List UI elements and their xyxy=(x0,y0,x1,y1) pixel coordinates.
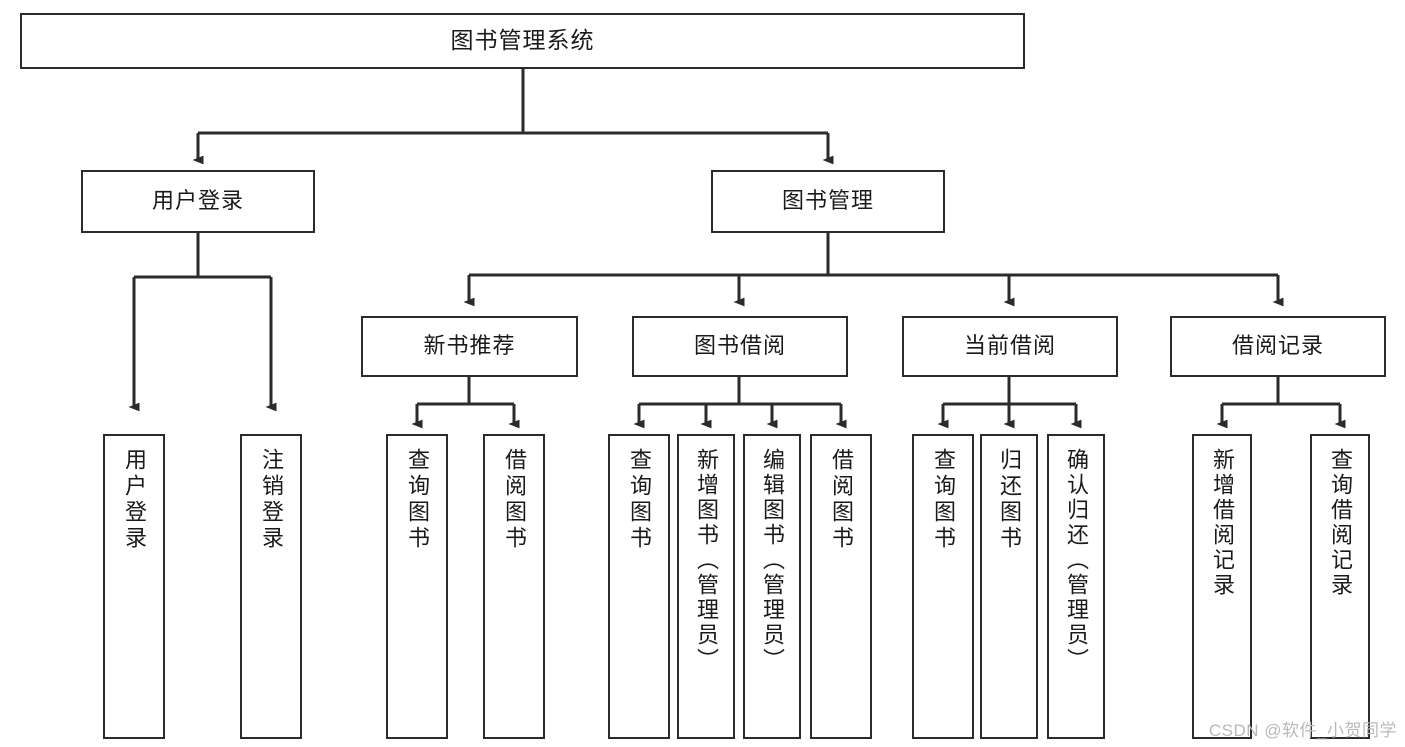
leaf-borrow-query-book-label: 查询图书 xyxy=(627,448,652,552)
leaf-record-query-record-label: 查询借阅记录 xyxy=(1328,448,1353,598)
leaf-borrow-borrow-book[interactable]: 借阅图书 xyxy=(810,434,872,739)
node-borrow-record[interactable]: 借阅记录 xyxy=(1170,316,1386,377)
node-user-login-label: 用户登录 xyxy=(151,188,244,214)
node-book-borrow[interactable]: 图书借阅 xyxy=(632,316,848,377)
node-book-management-label: 图书管理 xyxy=(781,188,874,214)
leaf-record-query-record[interactable]: 查询借阅记录 xyxy=(1310,434,1370,739)
leaf-recommend-borrow-book[interactable]: 借阅图书 xyxy=(483,434,545,739)
leaf-current-return-book-label: 归还图书 xyxy=(997,448,1022,552)
leaf-borrow-edit-book[interactable]: 编辑图书（管理员） xyxy=(743,434,801,739)
leaf-current-query-book-label: 查询图书 xyxy=(931,448,956,552)
node-user-login[interactable]: 用户登录 xyxy=(81,170,315,233)
leaf-borrow-query-book[interactable]: 查询图书 xyxy=(608,434,670,739)
node-book-management[interactable]: 图书管理 xyxy=(711,170,945,233)
leaf-user-login-login-label: 用户登录 xyxy=(122,448,147,552)
leaf-borrow-add-book-label: 新增图书（管理员） xyxy=(694,448,719,673)
leaf-record-add-record[interactable]: 新增借阅记录 xyxy=(1192,434,1252,739)
leaf-borrow-add-book[interactable]: 新增图书（管理员） xyxy=(677,434,735,739)
leaf-user-login-login[interactable]: 用户登录 xyxy=(103,434,165,739)
leaf-current-query-book[interactable]: 查询图书 xyxy=(912,434,974,739)
leaf-recommend-query-book-label: 查询图书 xyxy=(405,448,430,552)
node-current-borrow-label: 当前借阅 xyxy=(963,333,1056,359)
node-new-book-recommend-label: 新书推荐 xyxy=(423,333,516,359)
node-root[interactable]: 图书管理系统 xyxy=(20,13,1025,69)
leaf-current-confirm-return-label: 确认归还（管理员） xyxy=(1064,448,1089,673)
leaf-borrow-borrow-book-label: 借阅图书 xyxy=(829,448,854,552)
node-new-book-recommend[interactable]: 新书推荐 xyxy=(361,316,578,377)
node-book-borrow-label: 图书借阅 xyxy=(693,333,786,359)
leaf-user-login-logout[interactable]: 注销登录 xyxy=(240,434,302,739)
leaf-recommend-borrow-book-label: 借阅图书 xyxy=(502,448,527,552)
node-current-borrow[interactable]: 当前借阅 xyxy=(902,316,1118,377)
csdn-watermark: CSDN @软件_小贺同学 xyxy=(1208,721,1397,740)
leaf-user-login-logout-label: 注销登录 xyxy=(259,448,284,552)
leaf-current-return-book[interactable]: 归还图书 xyxy=(980,434,1038,739)
node-root-label: 图书管理系统 xyxy=(450,27,595,54)
leaf-record-add-record-label: 新增借阅记录 xyxy=(1210,448,1235,598)
leaf-borrow-edit-book-label: 编辑图书（管理员） xyxy=(760,448,785,673)
leaf-recommend-query-book[interactable]: 查询图书 xyxy=(386,434,448,739)
node-borrow-record-label: 借阅记录 xyxy=(1231,333,1324,359)
leaf-current-confirm-return[interactable]: 确认归还（管理员） xyxy=(1047,434,1105,739)
